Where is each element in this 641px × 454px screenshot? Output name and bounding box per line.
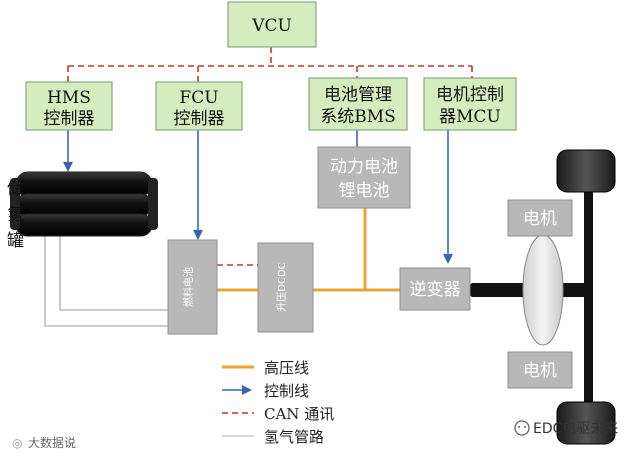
wechat-icon-right [514, 420, 530, 436]
watermark-right-text: EDC电驱未来 [533, 421, 618, 437]
can-bus-lines [67, 47, 473, 266]
vcu-label: VCU [251, 16, 292, 36]
fuel-cell-label: 燃料电池 [182, 267, 195, 307]
fcu-label-line1: FCU [179, 88, 218, 108]
control-lines [63, 130, 453, 264]
fuel-cell-box: 燃料电池 [167, 239, 218, 335]
legend-can: CAN 通讯 [264, 405, 334, 423]
mcu-label-line2: 器MCU [439, 107, 501, 127]
legend-control: 控制线 [264, 382, 309, 400]
tank-label-char3: 罐 [7, 231, 24, 251]
high-voltage-lines [217, 208, 400, 292]
legend-hydrogen: 氢气管路 [264, 428, 324, 446]
hms-controller-box: HMS 控制器 [25, 81, 113, 131]
motor-top-box: 电机 [507, 199, 573, 237]
watermark-right: EDC电驱未来 [514, 420, 618, 437]
vcu-box: VCU [227, 1, 317, 48]
bms-label-line1: 电池管理 [324, 85, 392, 105]
hydrogen-pipes [44, 232, 168, 327]
hydrogen-tank [10, 171, 158, 237]
mcu-box: 电机控制 器MCU [423, 77, 517, 131]
motor-disc [522, 234, 564, 346]
boost-dcdc-box: 升压DCDC [257, 242, 314, 333]
legend-high-voltage: 高压线 [264, 359, 309, 377]
legend: 高压线 控制线 CAN 通讯 氢气管路 [222, 359, 334, 446]
motor-bottom-label: 电机 [523, 361, 557, 381]
tank-label-char1: 储 [7, 179, 24, 199]
mcu-label-line1: 电机控制 [436, 85, 504, 105]
drive-axle [470, 149, 616, 445]
watermark-left: ◎ 大数据说 [12, 435, 76, 450]
battery-label-line2: 锂电池 [339, 181, 390, 201]
battery-label-line1: 动力电池 [330, 157, 398, 177]
watermark-left-text: 大数据说 [28, 435, 76, 450]
battery-box: 动力电池 锂电池 [317, 146, 411, 209]
dcdc-label: 升压DCDC [276, 262, 288, 311]
fcu-controller-box: FCU 控制器 [155, 81, 243, 131]
wechat-icon-left: ◎ [12, 436, 22, 450]
inverter-label: 逆变器 [410, 280, 461, 300]
bms-label-line2: 系统BMS [320, 107, 396, 127]
motor-top-label: 电机 [523, 209, 557, 229]
fcu-label-line2: 控制器 [174, 109, 225, 129]
hms-label-line2: 控制器 [44, 109, 95, 129]
motor-bottom-box: 电机 [507, 351, 573, 389]
inverter-box: 逆变器 [399, 267, 471, 311]
hms-label-line1: HMS [47, 88, 91, 108]
tank-label-char2: 氢 [7, 205, 24, 225]
bms-box: 电池管理 系统BMS [308, 77, 408, 131]
